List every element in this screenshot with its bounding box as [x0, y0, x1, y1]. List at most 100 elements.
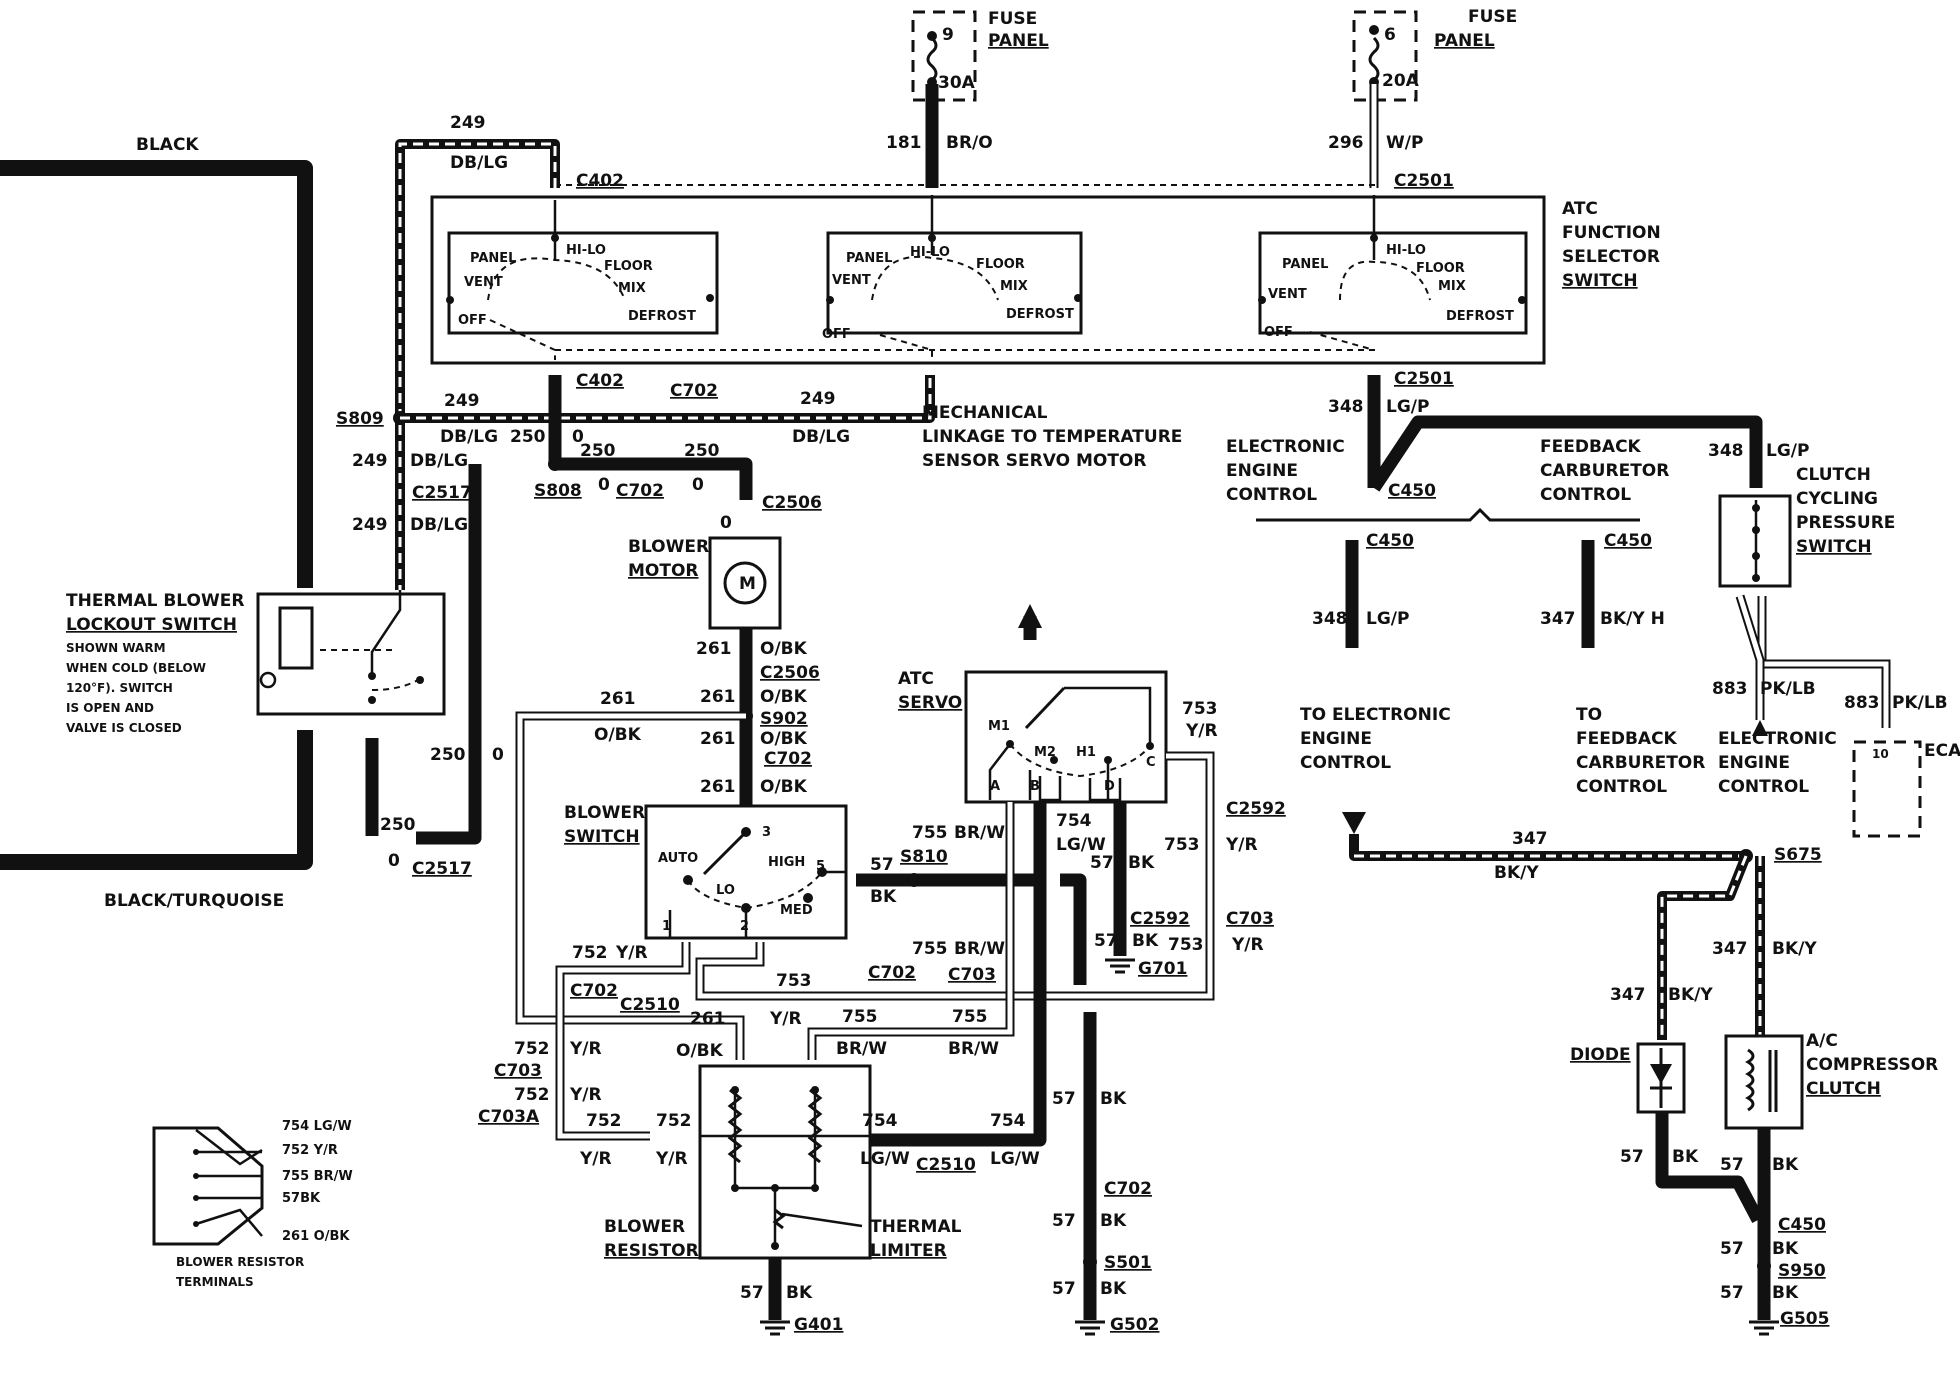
wire-color: 0 — [598, 475, 610, 495]
wire-249-to-selector — [400, 375, 935, 423]
wire-number: 57 — [1052, 1089, 1076, 1109]
annotation: TO ELECTRONIC — [1300, 705, 1451, 725]
wire-color: LG/W — [1056, 835, 1106, 855]
wire-number: 261 — [700, 777, 736, 797]
connector-label: C402 — [576, 171, 624, 191]
splice-label: S808 — [534, 481, 582, 501]
component-label: SERVO — [898, 693, 962, 713]
wire-number: 347 — [1610, 985, 1646, 1005]
wire-number: 347 — [1712, 939, 1748, 959]
ground-label: G505 — [1780, 1309, 1829, 1329]
ground-g502-icon — [1075, 1320, 1105, 1336]
switch-position-label: VENT — [1268, 287, 1307, 302]
component-label: ATC — [1562, 199, 1598, 219]
wire-color: BK/Y — [1772, 939, 1817, 959]
switch-position-label: VENT — [464, 275, 503, 290]
splice-label: S810 — [900, 847, 948, 867]
wire-number: 755 — [842, 1007, 878, 1027]
connector-label: C2510 — [620, 995, 680, 1015]
wire-color: BK/Y — [1494, 863, 1539, 883]
hose-label: BLACK/TURQUOISE — [104, 891, 284, 911]
wire-348-to-clutch-switch — [1368, 415, 1763, 492]
wire-number: 57 — [1052, 1211, 1076, 1231]
wire-number: 57 — [740, 1283, 764, 1303]
component-label: DIODE — [1570, 1045, 1631, 1065]
wire-number: 753 — [1164, 835, 1200, 855]
component-label: ELECTRONIC — [1226, 437, 1345, 457]
black-turquoise-hose — [0, 730, 313, 870]
selector-section-3: PANEL VENT OFF HI-LO FLOOR MIX DEFROST — [1258, 195, 1526, 351]
terminal-label: H1 — [1076, 745, 1096, 760]
annotation: TO — [1576, 705, 1602, 725]
wire-color: Y/R — [1185, 721, 1218, 741]
wire-number: 753 — [1182, 699, 1218, 719]
wire-number: 752 — [514, 1085, 550, 1105]
annotation: ENGINE — [1300, 729, 1372, 749]
wire-number: 755 — [912, 823, 948, 843]
wire-color: DB/LG — [410, 515, 468, 535]
switch-position-label: HI-LO — [566, 243, 606, 258]
pin-number: 3 — [762, 825, 771, 840]
component-label: CARBURETOR — [1540, 461, 1669, 481]
wire-color: Y/R — [769, 1009, 802, 1029]
wire-color: DB/LG — [792, 427, 850, 447]
wire-number: 57 — [1052, 1279, 1076, 1299]
ground-g401-icon — [760, 1320, 790, 1336]
wire-color: BK — [1100, 1089, 1127, 1109]
splice-s501 — [1083, 1255, 1097, 1269]
wire-color: DB/LG — [410, 451, 468, 471]
switch-position-label: DEFROST — [628, 309, 696, 324]
wire-color: BK — [786, 1283, 813, 1303]
wire-number: 57 — [1094, 931, 1118, 951]
wire-number: 249 — [450, 113, 486, 133]
wire-color: BK — [1132, 931, 1159, 951]
wire-number: 347 — [1540, 609, 1576, 629]
terminal-label: 57BK — [282, 1191, 321, 1206]
switch-position-label: OFF — [458, 313, 487, 328]
component-label: ELECTRONIC — [1718, 729, 1837, 749]
fuse-rating: 20A — [1382, 71, 1420, 91]
motor-symbol: M — [739, 574, 756, 594]
wire-color: DB/LG — [450, 153, 508, 173]
wire-color: BK — [1100, 1279, 1127, 1299]
wire-color: BK — [870, 887, 897, 907]
pin-number: 5 — [816, 859, 825, 874]
connector-label: C702 — [570, 981, 618, 1001]
component-label: ATC — [898, 669, 934, 689]
blower-resistor — [698, 1064, 872, 1260]
connector-label: C2517 — [412, 859, 472, 879]
wire-number: 57 — [870, 855, 894, 875]
terminal-label: A — [990, 779, 1000, 794]
wire-number: 883 — [1712, 679, 1748, 699]
component-label: ENGINE — [1226, 461, 1298, 481]
component-label: LIMITER — [870, 1241, 947, 1261]
component-label: THERMAL BLOWER — [66, 591, 244, 611]
wire-250-return — [416, 464, 482, 845]
component-label: THERMAL — [870, 1217, 962, 1237]
ground-label: G701 — [1138, 959, 1187, 979]
wire-number: 753 — [776, 971, 812, 991]
wire-color: DB/LG — [440, 427, 498, 447]
wire-color: BK — [1100, 1211, 1127, 1231]
annotation: CONTROL — [1300, 753, 1391, 773]
connector-label: C2517 — [412, 483, 472, 503]
connector-label: C702 — [670, 381, 718, 401]
wire-number: 261 — [600, 689, 636, 709]
wire-number: 57 — [1090, 853, 1114, 873]
ground-g701-icon — [1105, 958, 1135, 974]
wire-color: BK — [1772, 1283, 1799, 1303]
component-label: MOTOR — [628, 561, 699, 581]
component-label: SWITCH — [1796, 537, 1872, 557]
wire-color: Y/R — [615, 943, 648, 963]
wire-number: 753 — [1168, 935, 1204, 955]
terminal-label: B — [1030, 779, 1040, 794]
switch-position-label: MIX — [1438, 279, 1466, 294]
wire-number: 261 — [696, 639, 732, 659]
pin-number: 2 — [740, 919, 749, 934]
wire-color: Y/R — [569, 1085, 602, 1105]
fuse-panel-label: FUSE — [1468, 7, 1517, 27]
terminal-label: M1 — [988, 719, 1010, 734]
switch-position-label: MIX — [618, 281, 646, 296]
blower-resistor-terminals — [152, 1126, 264, 1246]
